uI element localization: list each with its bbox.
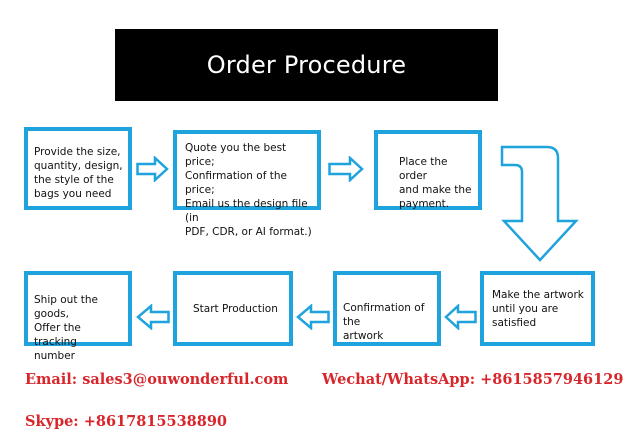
page-title: Order Procedure xyxy=(206,51,407,79)
arrow-right-icon xyxy=(328,156,364,182)
step-confirm-artwork: Confirmation of the artwork xyxy=(333,271,441,346)
contact-skype: Skype: +8617815538890 xyxy=(25,413,228,430)
step-provide-details: Provide the size, quantity, design, the … xyxy=(24,127,132,210)
step-place-order: Place the order and make the payment. xyxy=(374,130,482,210)
step-start-production: Start Production xyxy=(173,271,293,346)
step-text: Make the artwork until you are satisfied xyxy=(492,288,584,329)
contact-email: Email: sales3@ouwonderful.com xyxy=(25,371,289,388)
step-text: Place the order and make the payment. xyxy=(399,156,472,210)
arrow-left-icon xyxy=(296,304,330,330)
step-text: Start Production xyxy=(193,302,278,315)
step-text: Quote you the best price; Confirmation o… xyxy=(185,142,312,238)
contact-wechat: Wechat/WhatsApp: +8615857946129 xyxy=(322,371,624,388)
arrow-bend-down-icon xyxy=(500,145,579,262)
arrow-left-icon xyxy=(444,304,477,330)
step-text: Ship out the goods, Offer the tracking n… xyxy=(34,294,99,362)
arrow-right-icon xyxy=(136,156,169,182)
arrow-left-icon xyxy=(136,304,170,330)
title-banner: Order Procedure xyxy=(115,29,498,101)
step-ship-goods: Ship out the goods, Offer the tracking n… xyxy=(24,271,132,362)
step-make-artwork: Make the artwork until you are satisfied xyxy=(480,271,595,346)
step-quote-price: Quote you the best price; Confirmation o… xyxy=(173,130,321,238)
step-text: Confirmation of the artwork xyxy=(343,302,425,342)
step-text: Provide the size, quantity, design, the … xyxy=(34,146,123,200)
